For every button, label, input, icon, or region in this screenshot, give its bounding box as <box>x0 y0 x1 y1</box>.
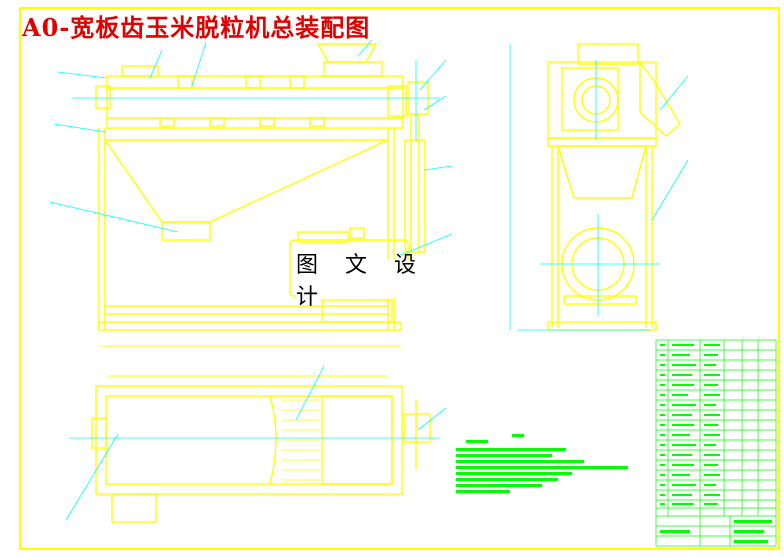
parts-list-text <box>660 344 772 543</box>
technical-notes <box>456 434 628 493</box>
plan-hatch <box>282 399 320 481</box>
side-view <box>547 43 681 331</box>
watermark-label: 图 文 设 计 <box>296 253 474 310</box>
drawing-frame <box>19 7 780 550</box>
plan-leaders <box>65 365 447 521</box>
parts-list <box>655 339 777 547</box>
side-centerlines <box>509 44 660 331</box>
front-centerlines <box>72 60 440 140</box>
front-leaders <box>49 39 453 257</box>
plan-view <box>91 375 431 523</box>
side-leaders <box>651 75 689 221</box>
drawing-title: A0-宽板齿玉米脱粒机总装配图 <box>22 13 371 42</box>
